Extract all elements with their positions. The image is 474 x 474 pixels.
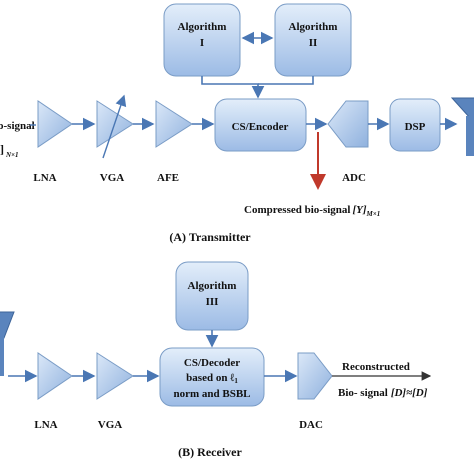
algorithm-3-label: Algorithm: [188, 280, 237, 292]
algorithm-1-box: Algorithm I: [163, 3, 241, 77]
tx-vga-label: VGA: [100, 172, 125, 184]
dac-label: DAC: [299, 419, 323, 431]
algorithm-1-label: Algorithm: [178, 21, 227, 33]
algorithm-2-box: Algorithm II: [274, 3, 352, 77]
afe-label: AFE: [157, 172, 179, 184]
cs-decoder-box: CS/Decoder based on ℓ1 norm and BSBL: [159, 347, 265, 407]
transmitter-caption: (A) Transmitter: [169, 230, 251, 244]
receiver-caption: (B) Receiver: [178, 445, 242, 459]
rx-lna-triangle: [37, 352, 73, 400]
tx-vga-gain-arrow: [102, 94, 127, 159]
algorithm-3-box: Algorithm III: [175, 261, 249, 331]
dac-shape: [297, 352, 333, 400]
rx-vga-label: VGA: [98, 419, 123, 431]
algorithm-2-label: Algorithm: [289, 21, 338, 33]
input-subscript: N×1: [5, 151, 19, 159]
output-signal-label: Bio- signal[D]≈[D]: [338, 387, 428, 399]
reconstructed-label: Reconstructed: [342, 361, 410, 373]
cs-encoder-label: CS/Encoder: [232, 121, 289, 133]
algorithm-1-to-encoder-arrow: [201, 76, 265, 99]
dsp-box: DSP: [389, 98, 441, 152]
tx-lna-label: LNA: [33, 172, 56, 184]
algorithm-1-number: I: [200, 37, 204, 49]
adc-shape: [327, 100, 369, 148]
cs-decoder-line1: CS/Decoder: [184, 357, 240, 369]
adc-label: ADC: [342, 172, 366, 184]
cs-decoder-line2: based on ℓ1: [186, 372, 238, 385]
rx-antenna-icon: [0, 311, 15, 376]
rx-vga-triangle: [96, 352, 134, 400]
input-bracket: ]: [0, 142, 4, 156]
dsp-label: DSP: [405, 121, 426, 133]
algorithm-2-to-encoder-line: [258, 76, 314, 85]
compressed-signal-label: Compressed bio-signal[Y]M×1: [244, 204, 380, 218]
afe-triangle: [155, 100, 193, 148]
cs-encoder-box: CS/Encoder: [214, 98, 307, 152]
tx-lna-triangle: [37, 100, 73, 148]
input-signal-label: o-signal: [0, 120, 35, 132]
cs-decoder-line3: norm and BSBL: [173, 388, 250, 400]
algorithm-3-number: III: [206, 296, 219, 308]
tx-antenna-icon: [450, 97, 474, 156]
rx-lna-label: LNA: [34, 419, 57, 431]
algorithm-2-number: II: [309, 37, 318, 49]
